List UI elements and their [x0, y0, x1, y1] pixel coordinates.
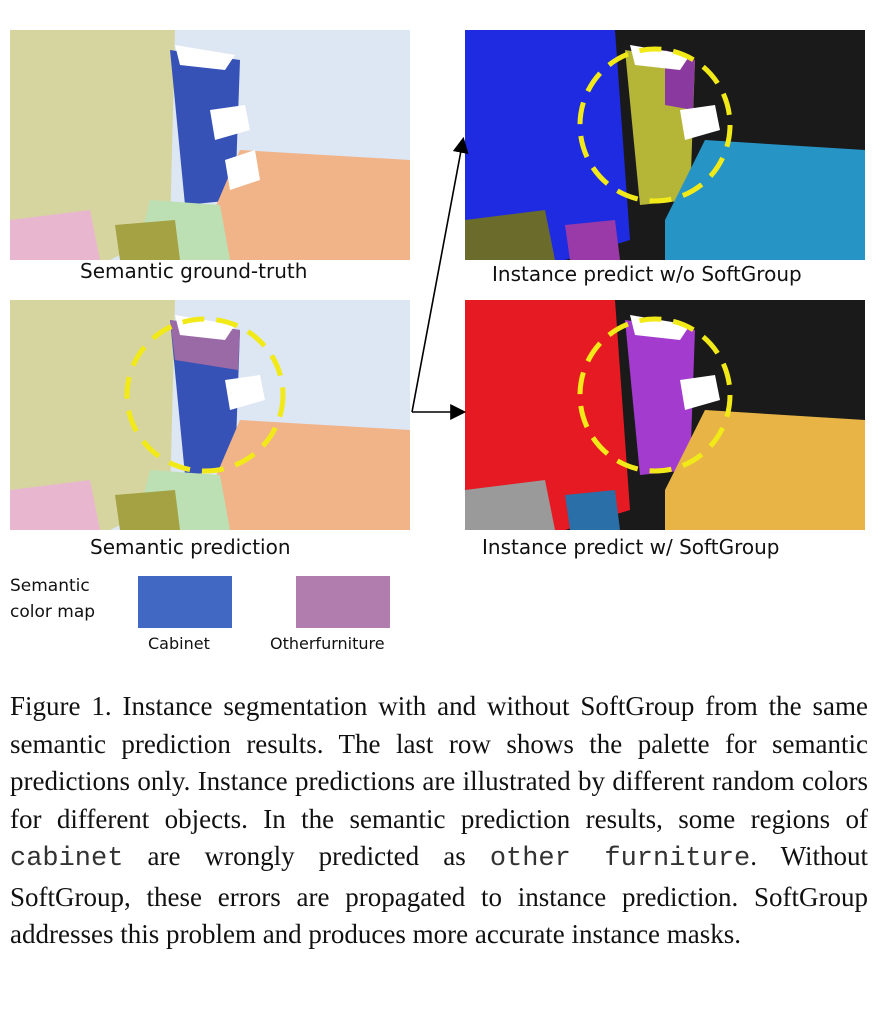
figure-caption: Figure 1. Instance segmentation with and…: [10, 688, 868, 954]
semantic-pred-caption: Semantic prediction: [90, 535, 291, 559]
semantic-gt-image: [10, 30, 410, 260]
instance-w-softgroup-image: [465, 300, 865, 530]
otherfurniture-swatch: [296, 576, 390, 628]
legend-title: Semantic color map: [10, 573, 95, 625]
legend-title-line1: Semantic: [10, 576, 90, 596]
instance-w-softgroup-caption: Instance predict w/ SoftGroup: [482, 535, 780, 559]
caption-term-cabinet: cabinet: [10, 844, 124, 874]
caption-part3: . Without SoftGroup, these errors are pr…: [10, 841, 869, 949]
instance-wo-softgroup-caption: Instance predict w/o SoftGroup: [492, 262, 802, 286]
semantic-pred-image: [10, 300, 410, 530]
instance-wo-softgroup-image: [465, 30, 865, 260]
legend-title-line2: color map: [10, 602, 96, 622]
cabinet-swatch: [138, 576, 232, 628]
semantic-gt-caption: Semantic ground-truth: [80, 259, 308, 283]
caption-part2: are wrongly predicted as: [123, 841, 490, 871]
cabinet-label: Cabinet: [148, 634, 210, 653]
caption-term-other-furniture: other furniture: [489, 844, 751, 874]
otherfurniture-label: Otherfurniture: [270, 634, 385, 653]
caption-part1: Figure 1. Instance segmentation with and…: [10, 691, 868, 834]
arrow-to-instance-wo: [411, 136, 469, 413]
